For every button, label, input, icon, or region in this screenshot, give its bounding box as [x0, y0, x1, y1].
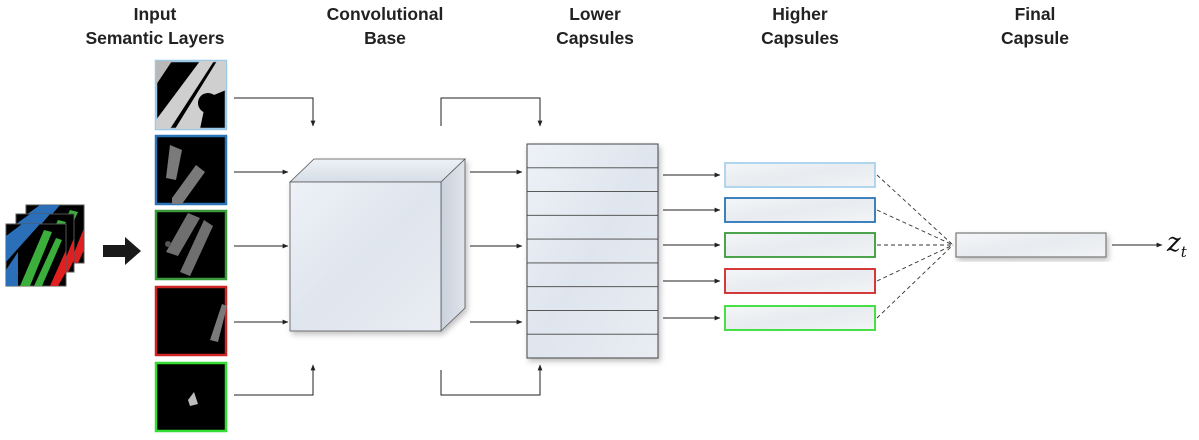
header-input-line1: Input — [133, 4, 177, 24]
header-final-capsule: Final Capsule — [960, 2, 1110, 50]
output-subscript: t — [1180, 243, 1187, 262]
semantic-layer-4 — [154, 285, 228, 357]
higher-capsule-4 — [724, 268, 876, 294]
stack-layer-front — [5, 223, 67, 287]
output-symbol: z — [1167, 228, 1181, 258]
semantic-layer-3 — [154, 209, 228, 281]
lower-capsules-rows — [527, 167, 658, 335]
higher-capsule-3 — [724, 232, 876, 258]
arrow-conv-lower-bottom — [440, 364, 543, 396]
header-convolutional-base: Convolutional Base — [300, 2, 470, 50]
arrow-conv-lower-top — [440, 97, 543, 127]
semantic-layer-1 — [154, 59, 228, 131]
header-input-line2: Semantic Layers — [85, 28, 225, 48]
arrow-tile5-conv — [234, 364, 316, 396]
higher-capsule-5 — [724, 305, 876, 331]
lower-capsules-block — [526, 143, 659, 359]
semantic-layer-5 — [154, 361, 228, 433]
header-final-line2: Capsule — [1000, 28, 1070, 48]
input-layer-stack — [5, 204, 85, 287]
header-input-semantic-layers: Input Semantic Layers — [70, 2, 240, 50]
conv-to-lower-arrows — [440, 97, 543, 396]
header-conv-line1: Convolutional — [326, 4, 444, 24]
higher-capsules — [724, 162, 876, 331]
cube-top-face — [289, 158, 466, 183]
header-lower-line2: Capsules — [556, 28, 634, 48]
cube-front-face — [289, 181, 442, 332]
semantic-layer-2 — [154, 134, 228, 206]
header-higher-line1: Higher — [772, 4, 828, 24]
output-z-t-label: zt — [1167, 228, 1187, 261]
final-capsule — [955, 232, 1107, 258]
header-higher-capsules: Higher Capsules — [725, 2, 875, 50]
convolutional-base-cube — [289, 158, 466, 332]
arrow-tile1-conv — [234, 97, 316, 127]
header-final-line1: Final — [1014, 4, 1056, 24]
cube-side-face — [440, 158, 466, 332]
header-higher-line2: Capsules — [761, 28, 839, 48]
routing-dashed-lines — [876, 174, 954, 319]
big-input-arrow — [103, 237, 141, 265]
higher-capsule-1 — [724, 162, 876, 188]
header-conv-line2: Base — [364, 28, 406, 48]
header-lower-capsules: Lower Capsules — [520, 2, 670, 50]
tile-to-conv-arrows — [234, 97, 316, 396]
header-lower-line1: Lower — [569, 4, 621, 24]
lower-to-higher-arrows — [663, 172, 721, 321]
higher-capsule-2 — [724, 197, 876, 223]
